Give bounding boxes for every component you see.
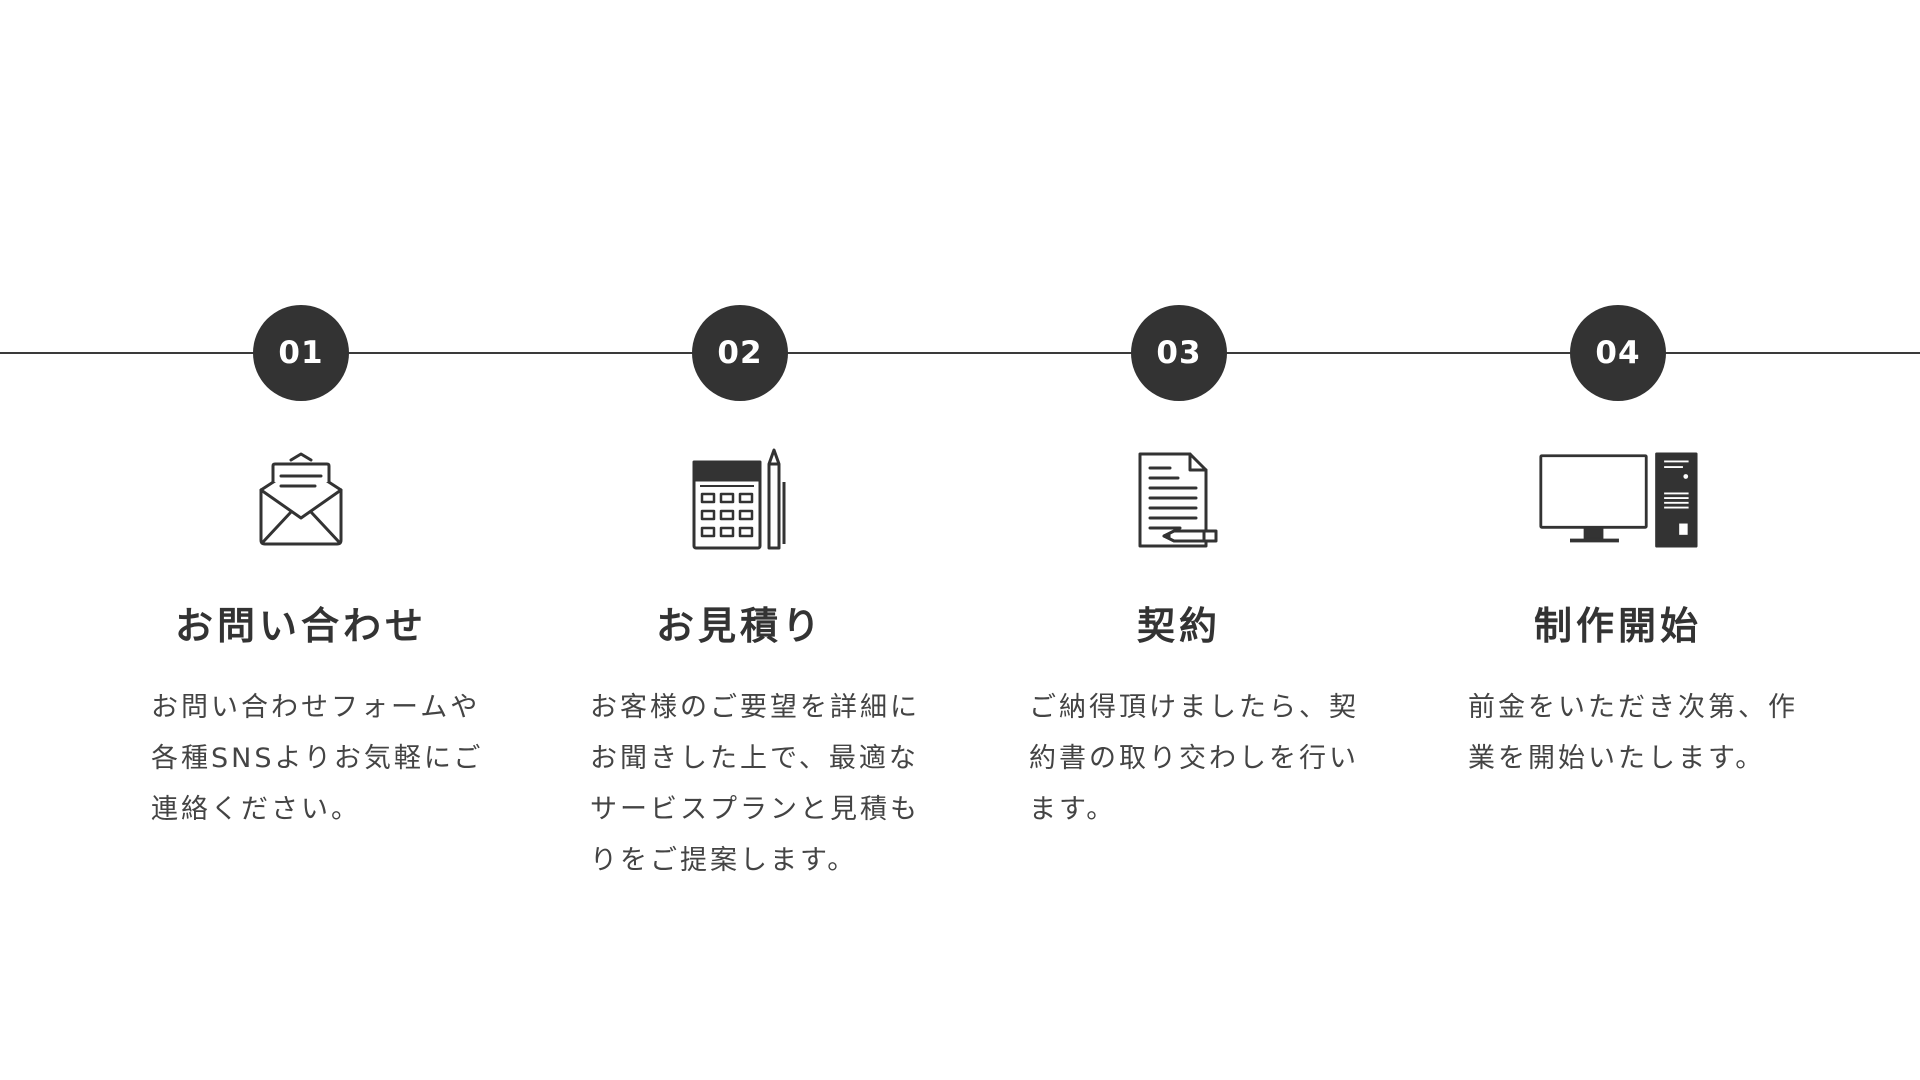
step-number-badge: 01 bbox=[253, 305, 349, 401]
description-line: りをご提案します。 bbox=[590, 845, 858, 876]
description-line: お客様のご要望を詳細に bbox=[590, 692, 920, 723]
description-line: 業を開始いたします。 bbox=[1468, 743, 1766, 774]
step-title: 制作開始 bbox=[1533, 604, 1702, 648]
step-title: お問い合わせ bbox=[174, 604, 427, 648]
description-line: お聞きした上で、最適な bbox=[590, 743, 919, 774]
step-description: お客様のご要望を詳細に お聞きした上で、最適な サービスプランと見積も りをご提… bbox=[590, 682, 965, 886]
description-line: 各種SNSよりお気軽にご bbox=[151, 743, 484, 774]
description-line: サービスプランと見積も bbox=[590, 794, 920, 825]
desktop-computer-icon bbox=[1538, 445, 1698, 555]
step-description: ご納得頂けましたら、契 約書の取り交わしを行い ます。 bbox=[1029, 682, 1404, 835]
description-line: お問い合わせフォームや bbox=[151, 692, 481, 723]
envelope-letter-icon bbox=[221, 445, 381, 555]
step-title: お見積り bbox=[655, 604, 824, 648]
step-estimate: 02 お見積り お客様のご要望を詳細に お聞きした上で、最適な サービスプランと… bbox=[520, 0, 960, 1080]
description-line: 連絡ください。 bbox=[151, 794, 361, 825]
step-number-badge: 03 bbox=[1131, 305, 1227, 401]
description-line: ご納得頂けましたら、契 bbox=[1029, 692, 1359, 723]
contract-document-pen-icon bbox=[1099, 445, 1259, 555]
step-description: 前金をいただき次第、作 業を開始いたします。 bbox=[1468, 682, 1843, 784]
step-description: お問い合わせフォームや 各種SNSよりお気軽にご 連絡ください。 bbox=[151, 682, 526, 835]
step-production-start: 04 制作開始 前金をいただき次第、作 業を開始いたします。 bbox=[1398, 0, 1838, 1080]
description-line: 約書の取り交わしを行い bbox=[1029, 743, 1359, 774]
timeline-line bbox=[0, 352, 1920, 354]
description-line: 前金をいただき次第、作 bbox=[1468, 692, 1798, 723]
step-number-badge: 02 bbox=[692, 305, 788, 401]
step-inquiry: 01 お問い合わせ お問い合わせフォームや 各種SNSよりお気軽にご 連絡くださ… bbox=[81, 0, 521, 1080]
description-line: ます。 bbox=[1029, 794, 1117, 825]
step-title: 契約 bbox=[1136, 604, 1221, 648]
step-contract: 03 契約 ご納得頂けましたら、契 約書の取り交わしを行い ます。 bbox=[959, 0, 1399, 1080]
calculator-pencil-icon bbox=[660, 445, 820, 555]
step-number-badge: 04 bbox=[1570, 305, 1666, 401]
